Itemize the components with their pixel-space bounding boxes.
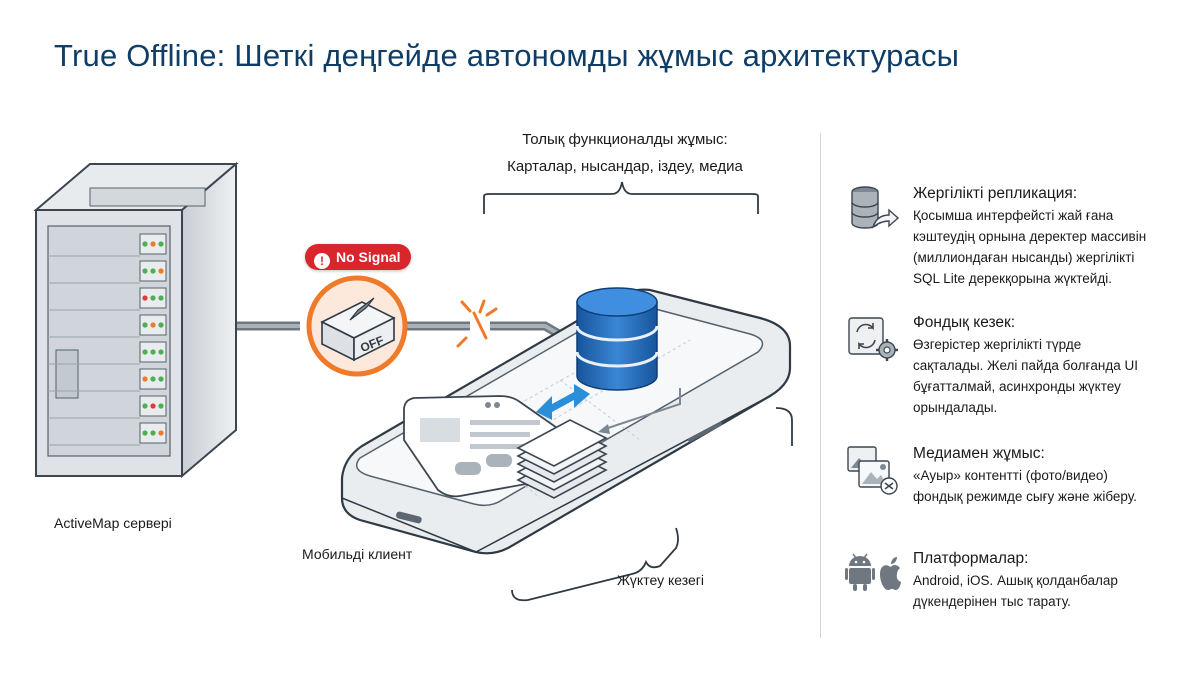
server-led-icon <box>158 295 164 301</box>
no-signal-text: No Signal <box>336 249 401 265</box>
server-led-icon <box>150 376 156 382</box>
feature-line: Қосымша интерфейсті жай ғана <box>913 208 1114 223</box>
server-led-icon <box>150 403 156 409</box>
server-led-icon <box>150 295 156 301</box>
feature-line: дүкендерінен тыс тарату. <box>913 594 1071 609</box>
database-icon <box>575 287 659 391</box>
data-stack-icon <box>516 419 608 499</box>
feature-line: (миллиондаған нысанды) жергілікті <box>913 250 1135 265</box>
feature-body: Қосымша интерфейсті жай ғана кэштеудің о… <box>913 205 1198 289</box>
top-caption: Толық функционалды жұмыс: Карталар, ныса… <box>470 126 780 180</box>
feature-body: «Ауыр» контентті (фото/видео) фондық реж… <box>913 465 1198 507</box>
feature-line: Android, iOS. Ашық қолданбалар <box>913 573 1118 588</box>
background-sync-icon <box>848 317 898 361</box>
queue-label: Жүктеу кезегі <box>617 572 705 588</box>
feature-line: «Ауыр» контентті (фото/видео) <box>913 468 1108 483</box>
feature-heading: Жергілікті репликация: <box>913 185 1078 202</box>
server-led-icon <box>142 430 148 436</box>
server-led-icon <box>158 430 164 436</box>
server-led-icon <box>150 268 156 274</box>
feature-line: сақталады. Желі пайда болғанда UI <box>913 358 1138 373</box>
feature-line: орындалады. <box>913 400 998 415</box>
server-label: ActiveMap сервері <box>54 515 172 531</box>
server-led-icon <box>150 322 156 328</box>
feature-heading: Платформалар: <box>913 550 1029 567</box>
media-gallery-icon <box>847 446 898 495</box>
top-caption-line-2: Карталар, нысандар, іздеу, медиа <box>507 158 743 175</box>
server-led-icon <box>158 322 164 328</box>
feature-body: Android, iOS. Ашық қолданбалар дүкендері… <box>913 570 1198 612</box>
server-led-icon <box>158 403 164 409</box>
server-led-icon <box>142 322 148 328</box>
feature-heading: Фондық кезек: <box>913 314 1016 331</box>
page-title: True Offline: Шеткі деңгейде автономды ж… <box>54 38 960 73</box>
server-led-icon <box>142 268 148 274</box>
divider <box>820 133 821 638</box>
android-icon <box>845 553 875 591</box>
server-led-icon <box>158 268 164 274</box>
feature-line: SQL Lite дерекқорына жүктейді. <box>913 271 1112 286</box>
alert-icon: ! <box>314 253 330 269</box>
feature-line: кэштеудің орнына деректер массивін <box>913 229 1147 244</box>
top-caption-line-1: Толық функционалды жұмыс: <box>522 131 728 148</box>
server-led-icon <box>142 295 148 301</box>
feature-body: Өзгерістер жергілікті түрде сақталады. Ж… <box>913 334 1198 418</box>
server-led-icon <box>150 349 156 355</box>
feature-line: Өзгерістер жергілікті түрде <box>913 337 1082 352</box>
server-led-icon <box>158 376 164 382</box>
server-led-icon <box>142 376 148 382</box>
server-led-icon <box>150 241 156 247</box>
broken-link-icon <box>456 299 498 348</box>
right-brace <box>775 407 793 446</box>
database-replication-icon <box>851 186 900 229</box>
top-brace <box>483 181 759 214</box>
server-rack-icon <box>33 161 239 479</box>
queue-arrow <box>601 388 681 431</box>
offline-switch-icon: OFF <box>306 275 408 377</box>
server-led-icon <box>142 349 148 355</box>
server-led-icon <box>142 241 148 247</box>
sync-arrow-icon <box>536 384 590 420</box>
feature-heading: Медиамен жұмыс: <box>913 445 1045 462</box>
no-signal-badge: ! No Signal <box>305 244 411 270</box>
client-label: Мобильді клиент <box>302 546 413 562</box>
server-led-icon <box>158 349 164 355</box>
server-led-icon <box>150 430 156 436</box>
server-led-icon <box>142 403 148 409</box>
feature-line: фондық режимде сығу және жіберу. <box>913 489 1137 504</box>
server-units <box>48 233 167 446</box>
server-led-icon <box>158 241 164 247</box>
bottom-brace <box>511 527 679 602</box>
apple-icon <box>880 557 901 590</box>
feature-line: бұғатталмай, асинхронды жүктеу <box>913 379 1121 394</box>
android-apple-icon <box>845 553 901 591</box>
